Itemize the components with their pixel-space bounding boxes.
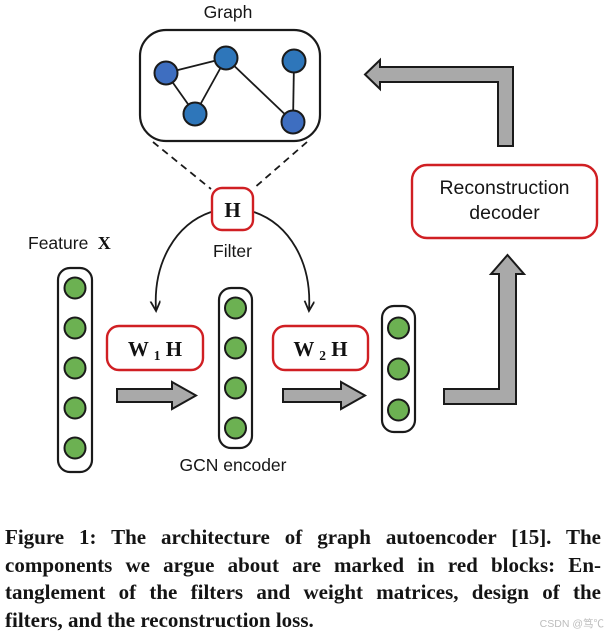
graph-node [153,60,179,86]
feature-node [63,316,87,340]
hidden-node [224,296,247,320]
projection-dashed-lines [152,141,308,190]
caption-line-1: Figure 1: The architecture of graph auto… [5,525,601,549]
decoder-to-graph-arrow [363,57,514,147]
reconstruction-decoder-box [410,163,599,240]
latent-node [387,357,410,381]
encode-arrow-1 [116,380,199,411]
feature-node [63,436,87,460]
caption-line-2: components we argue about are marked in … [5,552,601,577]
w2h-box [271,324,370,372]
csdn-watermark: CSDN @笃℃ [539,618,604,630]
h-filter-box [210,186,255,232]
dashed-line-left [152,141,212,190]
graph-node [280,109,306,135]
figure-caption: Figure 1: The architecture of graph auto… [5,524,601,634]
graph-node [281,48,307,74]
graph-node [213,45,239,71]
hidden-node [224,336,247,360]
hidden-node [224,416,247,440]
latent-to-decoder-arrow [443,253,527,405]
graph-edge [225,57,294,123]
feature-x-label: Feature X [28,233,111,253]
feature-node [63,356,87,380]
caption-line-3: tanglement of the filters and weight mat… [5,580,601,605]
feature-symbol: X [98,233,111,253]
w1h-box [105,324,205,372]
graph-node [182,101,208,127]
hidden-layer-column [217,286,254,450]
filter-to-w2-arrow [253,211,309,310]
h-label: H [224,198,240,222]
filter-label: Filter [213,241,252,261]
latent-node [387,398,410,422]
hidden-layer-nodes [224,296,247,440]
filter-to-w1-arrow [156,211,212,310]
feature-label: Feature [28,233,88,253]
encode-arrow-2 [282,380,368,411]
hidden-node [224,376,247,400]
graph-nodes [153,45,307,135]
feature-node [63,396,87,420]
dashed-line-right [252,141,308,190]
reconstruction-decoder-label-line2: decoder [469,202,540,224]
feature-node [63,276,87,300]
graph-label: Graph [204,2,253,22]
feature-nodes [63,276,87,460]
w1h-label: W 1 H [128,337,182,365]
reconstruction-decoder-label-line1: Reconstruction [439,177,569,199]
graph-autoencoder-diagram: Graph Reconstruction decode [28,2,599,475]
w2h-label: W 2 H [293,337,347,365]
gcn-encoder-label: GCN encoder [180,455,287,475]
latent-node [387,316,410,340]
caption-line-4: filters, and the reconstruction loss. [5,607,314,632]
latent-nodes [387,316,410,422]
